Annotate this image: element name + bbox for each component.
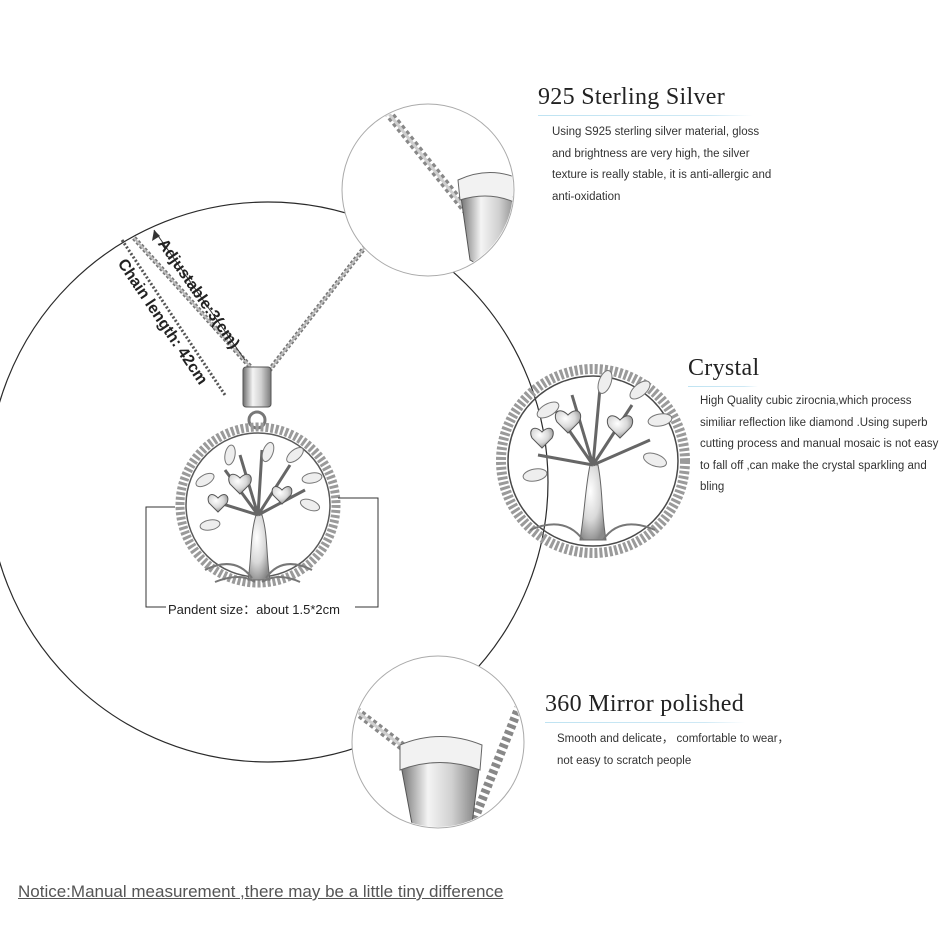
- feature-underline: [688, 386, 758, 387]
- feature-underline: [545, 722, 745, 723]
- chain-measure-lines: [120, 229, 246, 396]
- feature-title: 360 Mirror polished: [545, 691, 745, 717]
- main-bail: [242, 366, 272, 430]
- feature-crystal: Crystal High Quality cubic zirocnia,whic…: [688, 355, 946, 499]
- feature-description: Using S925 sterling silver material, glo…: [552, 126, 772, 203]
- pendant-size-bracket: [145, 497, 379, 608]
- crystal-pendant-closeup-icon: [496, 364, 690, 558]
- feature-title: 925 Sterling Silver: [538, 84, 726, 110]
- feature-description: High Quality cubic zirocnia,which proces…: [700, 395, 939, 493]
- bail-closeup-icon: [341, 103, 515, 277]
- feature-description: Smooth and delicate， comfortable to wear…: [557, 733, 790, 767]
- pendant-size-label: Pandent size：about 1.5*2cm: [166, 599, 342, 618]
- polished-bail-closeup-icon: [351, 655, 525, 829]
- tree-of-life-pendant-icon: [175, 422, 341, 588]
- main-circle-frame: [0, 201, 549, 763]
- main-chain: [132, 236, 374, 374]
- notice-text: Notice:Manual measurement ,there may be …: [18, 882, 504, 901]
- feature-underline: [538, 115, 753, 116]
- feature-title: Crystal: [688, 355, 760, 381]
- feature-sterling-silver: 925 Sterling Silver Using S925 sterling …: [538, 84, 778, 208]
- feature-mirror-polished: 360 Mirror polished Smooth and delicate，…: [545, 691, 795, 772]
